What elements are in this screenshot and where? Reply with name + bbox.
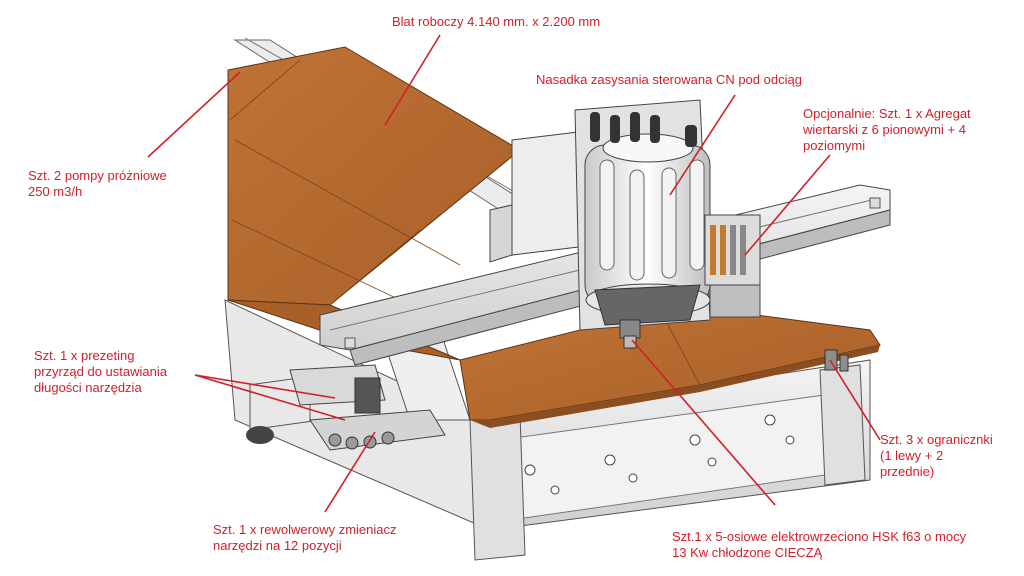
leader-lines [147, 34, 881, 513]
vacuum-pumps [246, 375, 311, 444]
label-presetter-line3: długości narzędzia [34, 380, 142, 395]
front-panel-holes [524, 414, 795, 495]
label-drill-unit-line2: wiertarski z 6 pionowymi + 4 [803, 122, 966, 137]
label-worktable: Blat roboczy 4.140 mm. x 2.200 mm [392, 14, 601, 29]
label-limiters-line1: Szt. 3 x ogranicznki [880, 432, 993, 447]
leader-limiters [829, 359, 881, 441]
label-presetter-line1: Szt. 1 x prezeting [34, 348, 135, 363]
label-spindle-line1: Szt.1 x 5-osiowe elektrowrzeciono HSK f6… [672, 529, 967, 544]
label-vacuum-pumps-line1: Szt. 2 pompy próżniowe [28, 168, 167, 183]
leader-presetter-1 [194, 374, 336, 399]
label-drill-unit-line3: poziomymi [803, 138, 866, 153]
label-tool-changer-line2: narzędzi na 12 pozycji [213, 538, 342, 553]
leader-vacuum-pumps [147, 71, 241, 158]
spindle [594, 284, 701, 349]
leader-tool-changer [324, 431, 376, 513]
leader-suction-hood [669, 94, 736, 196]
leader-spindle [631, 339, 776, 506]
label-suction-hood: Nasadka zasysania sterowana CN pod odcią… [536, 72, 802, 87]
label-drill-unit-line1: Opcjonalnie: Szt. 1 x Agregat [803, 106, 971, 121]
label-spindle-line2: 13 Kw chłodzone CIECZĄ [672, 545, 823, 560]
drilling-unit [704, 214, 761, 318]
label-presetter-line2: przyrząd do ustawiania [34, 364, 167, 379]
leader-presetter-2 [194, 374, 346, 421]
machine-base-frame [224, 299, 871, 561]
leader-worktable [384, 34, 441, 126]
label-limiters-line3: przednie) [880, 464, 935, 479]
label-vacuum-pumps-line2: 250 m3/h [28, 184, 83, 199]
label-tool-changer-line1: Szt. 1 x rewolwerowy zmieniacz [213, 522, 397, 537]
leader-drill-unit [744, 154, 831, 256]
label-limiters-line2: (1 lewy + 2 [880, 448, 944, 463]
